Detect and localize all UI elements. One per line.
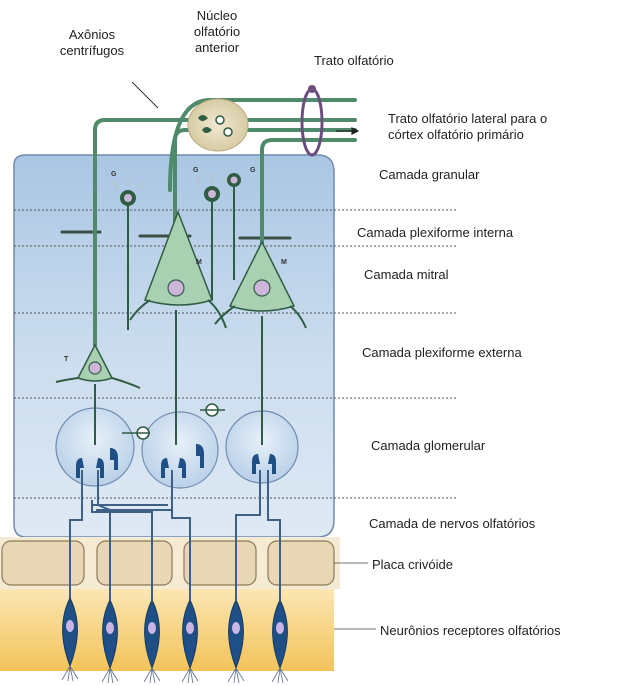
- centrifugal-axon-pointer: [132, 82, 158, 108]
- lateral-olfactory-tract-label: Trato olfatório lateral para o córtex ol…: [388, 111, 547, 143]
- mitral-layer-label: Camada mitral: [364, 267, 449, 283]
- mitral-marker: M: [281, 259, 287, 266]
- tract-ring-knob: [308, 85, 316, 93]
- tufted-marker: T: [64, 356, 68, 363]
- granule-marker: G: [193, 167, 198, 174]
- mitral-marker: M: [196, 259, 202, 266]
- internal-plexiform-layer-label: Camada plexiforme interna: [357, 225, 513, 241]
- receptor-neurons-label: Neurônios receptores olfatórios: [380, 623, 561, 639]
- olfactory-nerve-layer-label: Camada de nervos olfatórios: [369, 516, 535, 532]
- cribriform-plate: [0, 537, 340, 589]
- granular-layer-label: Camada granular: [379, 167, 479, 183]
- cribriform-plate-label: Placa crivóide: [372, 557, 453, 573]
- anterior-olfactory-nucleus-label: Núcleo olfatório anterior: [172, 8, 262, 56]
- granule-marker: G: [250, 167, 255, 174]
- centrifugal-axons-label: Axônios centrífugos: [42, 27, 142, 59]
- olfactory-tract-label: Trato olfatório: [314, 53, 394, 69]
- glomerular-layer-label: Camada glomerular: [371, 438, 485, 454]
- glomerulus-2: [142, 412, 218, 488]
- granule-marker: G: [111, 171, 116, 178]
- external-plexiform-layer-label: Camada plexiforme externa: [362, 345, 522, 361]
- anterior-olfactory-nucleus: [188, 99, 248, 151]
